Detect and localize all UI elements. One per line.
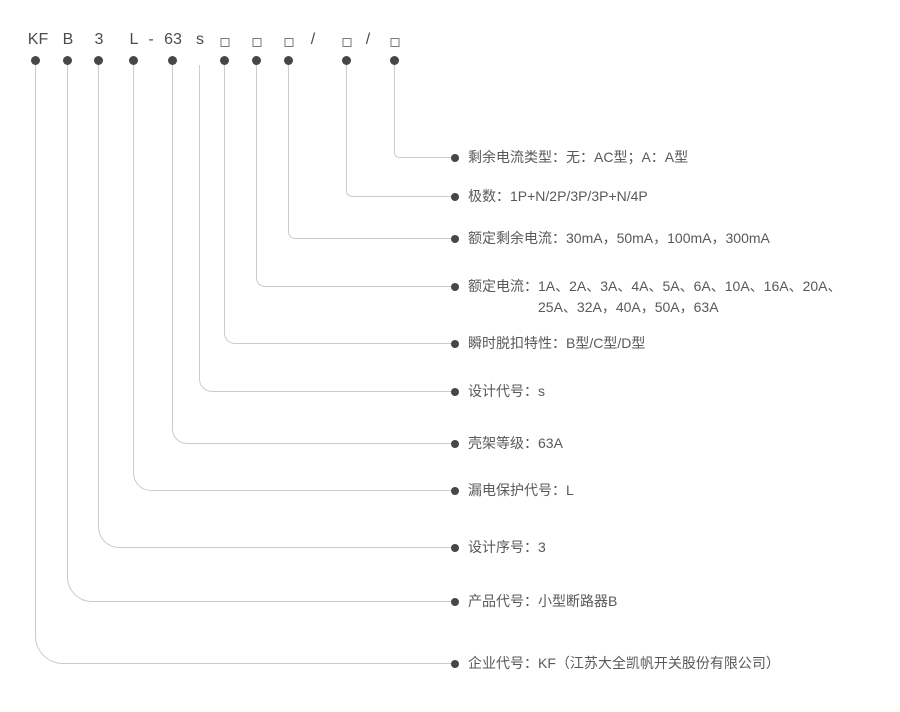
code-token-l: L	[129, 31, 139, 48]
label-company-code: 企业代号：KF（江苏大全凯帆开关股份有限公司）	[451, 653, 780, 674]
bullet-icon	[451, 235, 459, 243]
bullet-icon	[451, 440, 459, 448]
code-token-kf: KF	[27, 31, 49, 48]
label-rated-current: 额定电流：1A、2A、3A、4A、5A、6A、10A、16A、20A、 25A、…	[451, 276, 841, 318]
label-frame-rating: 壳架等级：63A	[451, 433, 563, 454]
connector-design-serial	[98, 65, 451, 548]
code-token-b: B	[62, 31, 74, 48]
bullet-icon	[451, 388, 459, 396]
label-product-code: 产品代号：小型断路器B	[451, 591, 617, 612]
label-poles: 极数：1P+N/2P/3P/3P+N/4P	[451, 186, 648, 207]
bullet-icon	[451, 544, 459, 552]
connector-company-code	[35, 65, 451, 664]
connector-residual-current-type	[394, 65, 451, 158]
bullet-icon	[451, 660, 459, 668]
bullet-icon	[451, 154, 459, 162]
column-dot-box-3	[284, 56, 293, 65]
bullet-icon	[451, 340, 459, 348]
code-placeholder-box-1	[220, 38, 230, 47]
bullet-icon	[451, 487, 459, 495]
column-dot-box-5	[390, 56, 399, 65]
label-text: 设计代号：s	[468, 383, 545, 399]
code-placeholder-box-4	[342, 38, 352, 47]
bullet-icon	[451, 193, 459, 201]
label-text: 额定剩余电流：30mA，50mA，100mA，300mA	[468, 230, 770, 246]
label-text: 设计序号：3	[468, 539, 546, 555]
bullet-icon	[451, 598, 459, 606]
code-placeholder-box-5	[390, 38, 400, 47]
label-tripping-characteristic: 瞬时脱扣特性：B型/C型/D型	[451, 333, 645, 354]
bullet-icon	[451, 283, 459, 291]
column-dot-b	[63, 56, 72, 65]
label-text: 剩余电流类型：无：AC型；A：A型	[468, 149, 689, 165]
connector-poles	[346, 65, 451, 197]
label-design-code: 设计代号：s	[451, 381, 545, 402]
label-residual-current-type: 剩余电流类型：无：AC型；A：A型	[451, 147, 688, 168]
connector-leakage-protection-code	[133, 65, 451, 491]
connector-design-code	[199, 65, 451, 392]
code-token-hyphen: -	[148, 31, 154, 48]
connector-rated-residual-current	[288, 65, 451, 239]
label-leakage-protection-code: 漏电保护代号：L	[451, 480, 574, 501]
code-placeholder-box-3	[284, 38, 294, 47]
code-token-63: 63	[164, 31, 182, 48]
code-token-s: s	[196, 31, 204, 48]
column-dot-box-1	[220, 56, 229, 65]
connector-tripping-characteristic	[224, 65, 451, 344]
label-text: 产品代号：小型断路器B	[468, 593, 618, 609]
column-dot-l	[129, 56, 138, 65]
label-text-line-2: 25A、32A，40A，50A，63A	[538, 299, 719, 315]
code-token-3: 3	[94, 31, 104, 48]
label-text: 壳架等级：63A	[468, 435, 563, 451]
column-dot-63	[168, 56, 177, 65]
label-design-serial: 设计序号：3	[451, 537, 546, 558]
label-text: 额定电流：1A、2A、3A、4A、5A、6A、10A、16A、20A、 25A、…	[468, 276, 841, 318]
column-dot-box-4	[342, 56, 351, 65]
column-dot-3	[94, 56, 103, 65]
code-placeholder-box-2	[252, 38, 262, 47]
column-dot-kf	[31, 56, 40, 65]
label-rated-residual-current: 额定剩余电流：30mA，50mA，100mA，300mA	[451, 228, 770, 249]
label-text: 瞬时脱扣特性：B型/C型/D型	[468, 335, 646, 351]
label-text: 企业代号：KF（江苏大全凯帆开关股份有限公司）	[468, 655, 780, 671]
label-text-line-1: 额定电流：1A、2A、3A、4A、5A、6A、10A、16A、20A、	[468, 278, 842, 294]
code-token-slash-1: /	[310, 31, 316, 48]
connector-frame-rating	[172, 65, 451, 444]
column-dot-box-2	[252, 56, 261, 65]
label-text: 极数：1P+N/2P/3P/3P+N/4P	[468, 188, 648, 204]
code-token-slash-2: /	[365, 31, 371, 48]
label-text: 漏电保护代号：L	[468, 482, 574, 498]
connector-product-code	[67, 65, 451, 602]
connector-rated-current	[256, 65, 451, 287]
